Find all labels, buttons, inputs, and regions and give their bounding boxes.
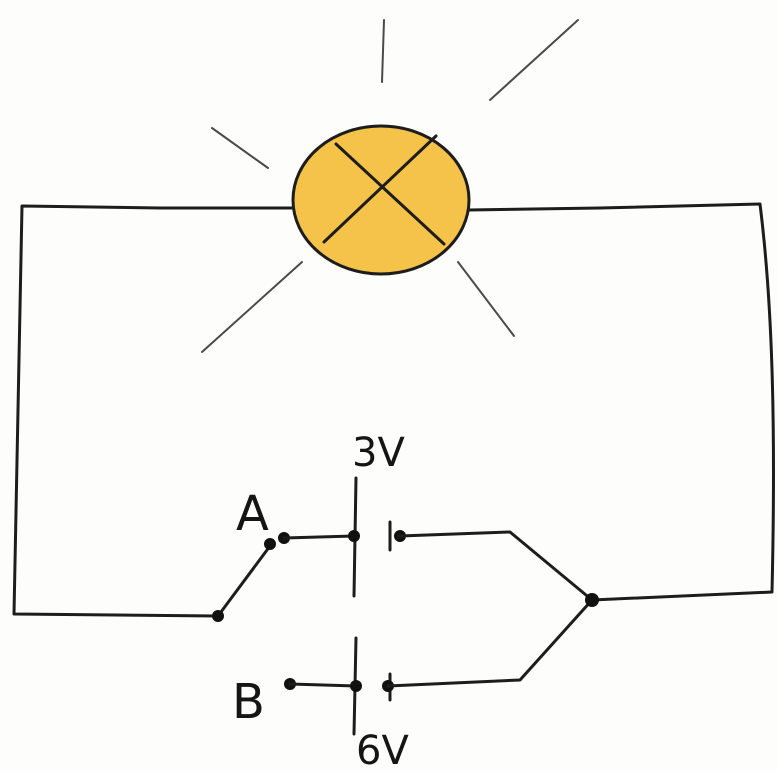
lamp-rays [201, 19, 579, 353]
ray-top [381, 19, 385, 83]
cell-6v-label: 6V [356, 728, 409, 771]
lamp [291, 124, 471, 276]
wire-3v-to-junction [398, 530, 594, 602]
ray-bottom-right [457, 261, 515, 337]
cell-6v-dot-left [350, 680, 362, 692]
wire-top-left [12, 204, 296, 618]
wire-a-to-cell [282, 534, 356, 540]
terminal-a-dot [264, 538, 276, 550]
switch [212, 532, 296, 690]
switch-pivot [212, 610, 224, 622]
lamp-bulb [291, 124, 471, 276]
wire-top-right [466, 202, 775, 602]
wire-6v-to-junction [386, 598, 594, 688]
ray-top-right [489, 19, 579, 101]
ray-top-left [211, 127, 269, 169]
ray-bottom-left [201, 261, 303, 353]
terminal-b-label: B [232, 674, 265, 730]
lamp-cross-b [322, 134, 438, 244]
cell-3v [282, 476, 594, 602]
cell-6v [288, 598, 594, 736]
junction-dot [585, 593, 599, 607]
switch-arm [216, 544, 272, 618]
terminal-a-label: A [236, 486, 269, 542]
cell-3v-label: 3V [352, 430, 405, 476]
cell-3v-dot-left [348, 530, 360, 542]
wire-b-to-cell [288, 682, 358, 688]
lamp-cross-a [334, 142, 446, 246]
